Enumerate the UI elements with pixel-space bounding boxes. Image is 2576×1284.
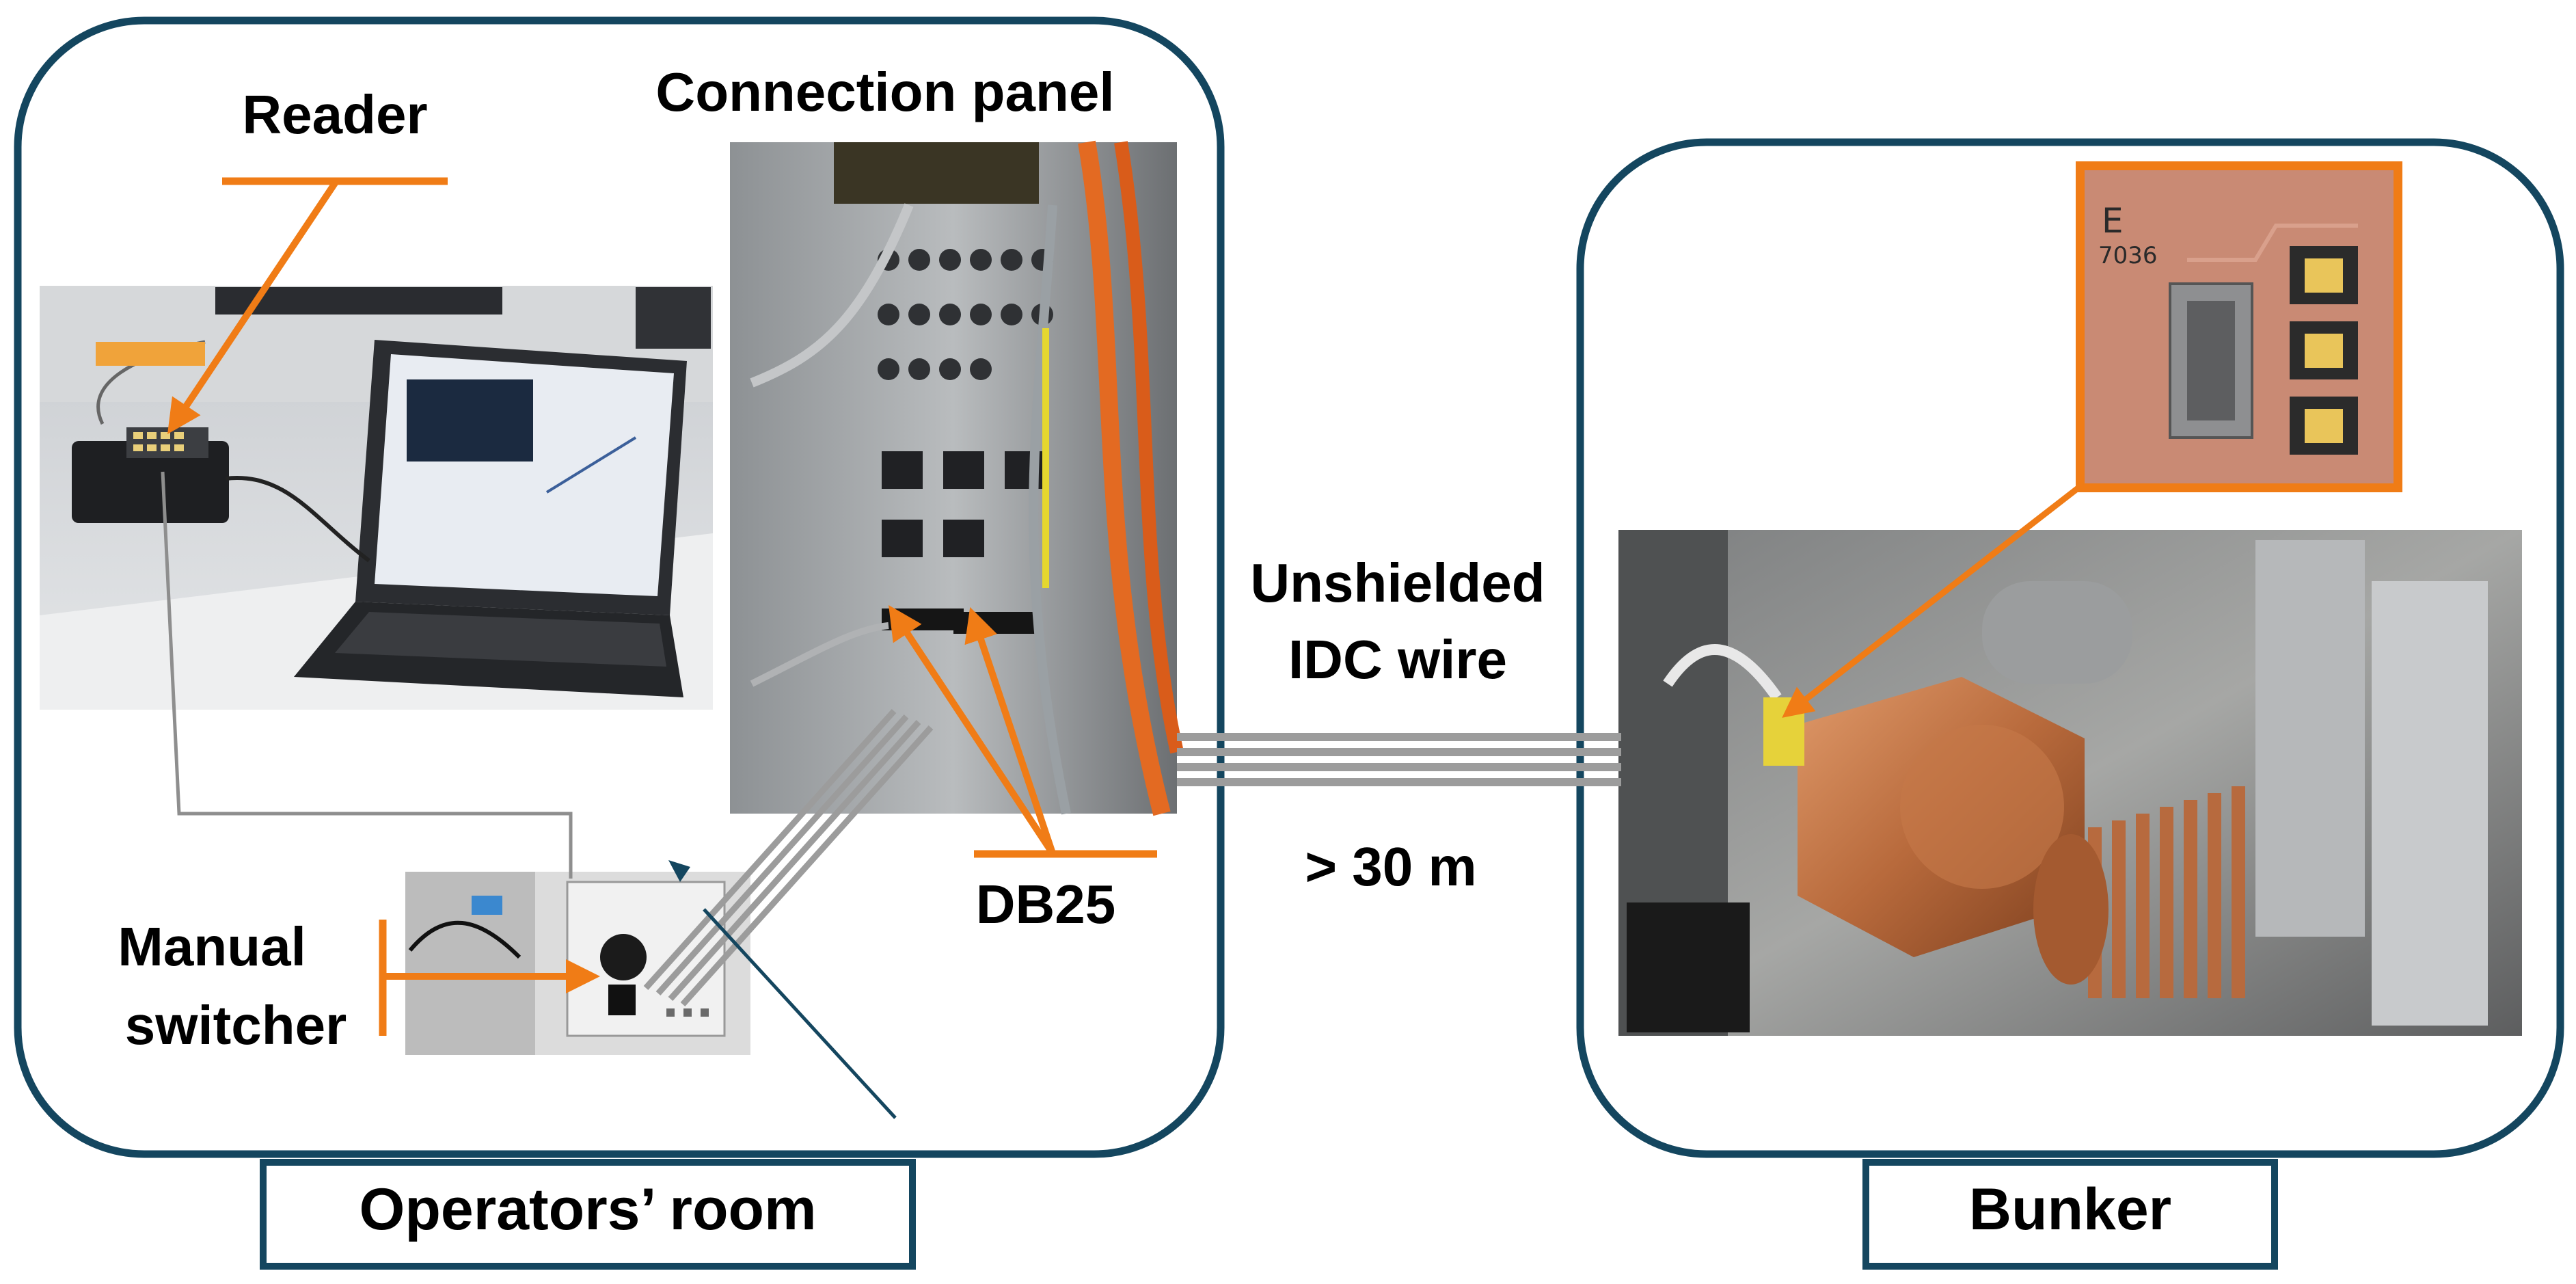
manual-switcher-label-line2: switcher [125, 995, 347, 1056]
pointer-line [703, 908, 897, 1119]
copper-cooling-fins [2088, 786, 2245, 998]
connection-panel-label: Connection panel [655, 62, 1114, 122]
manual-switcher-label-line1: Manual [118, 916, 306, 977]
bunker-label: Bunker [1969, 1177, 2171, 1242]
db25-arrow-right [964, 606, 1056, 855]
distance-label: > 30 m [1305, 836, 1476, 897]
chip-to-bunker-arrow [1782, 481, 2085, 718]
db25-connector [953, 612, 1035, 634]
bunker-label-box [1862, 1159, 2278, 1270]
operators-room-label: Operators’ room [359, 1177, 816, 1242]
unshielded-idc-wire [1177, 733, 1621, 786]
db25-arrow-left [889, 604, 1056, 855]
operators-room-label-box [260, 1159, 916, 1270]
db25-callout [889, 604, 1157, 858]
reader-laptop-photo [40, 286, 713, 710]
ribbon-cable-to-switcher [643, 708, 934, 1007]
operators-room-zone: Operators’ room [14, 16, 1225, 1270]
bunker-zone: Bunker [1576, 138, 2564, 1270]
unshielded-label-line1: Unshielded [1250, 552, 1545, 613]
reader-arrow [167, 181, 338, 434]
unshielded-label-line2: IDC wire [1288, 629, 1507, 690]
reader-callout [167, 177, 448, 434]
connection-panel-photo [730, 140, 1184, 816]
chip-number: 7036 [2098, 242, 2158, 269]
bunker-photo [1618, 530, 2522, 1036]
bunker-frame [1576, 138, 2564, 1158]
reader-to-switcher-wire [161, 471, 573, 879]
dosimeter-pcb-photo: E 7036 [2076, 161, 2402, 492]
dosimeter-chips [2290, 246, 2358, 455]
rotary-knob [600, 934, 647, 980]
chip-letter: E [2102, 201, 2124, 241]
operators-room-frame [14, 16, 1225, 1158]
db25-label: DB25 [976, 874, 1116, 935]
reader-device [72, 441, 229, 523]
manual-switcher-callout [379, 920, 600, 1036]
reader-label: Reader [242, 84, 427, 145]
